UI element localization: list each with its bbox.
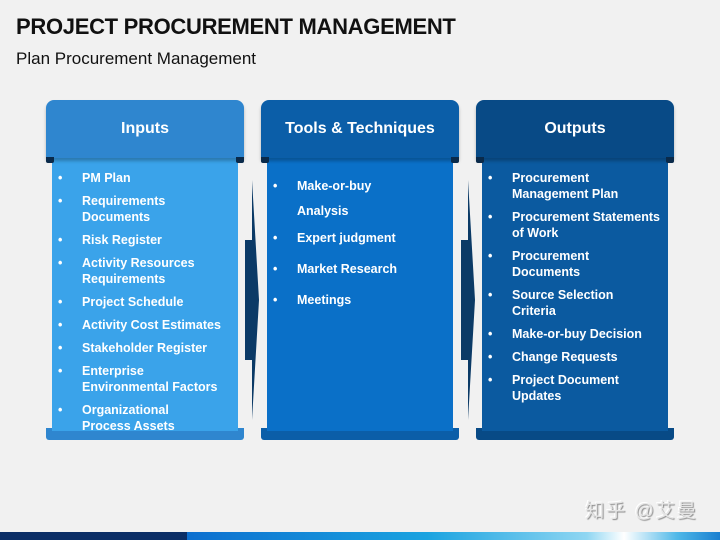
list-item: Activity Cost Estimates [52, 317, 230, 333]
list-item: Risk Register [52, 232, 230, 248]
outputs-body: Procurement Management Plan Procurement … [482, 158, 668, 431]
outputs-column: Outputs Procurement Management Plan Proc… [476, 100, 674, 440]
footer-bar-gradient [187, 532, 720, 540]
outputs-heading: Outputs [544, 120, 606, 137]
list-item: Market Research [267, 261, 445, 277]
list-item: Organizational Process Assets [52, 402, 230, 434]
list-item: Expert judgment [267, 230, 445, 246]
tools-body: Make-or-buy Analysis Expert judgment Mar… [267, 158, 453, 431]
tools-list: Make-or-buy Analysis Expert judgment Mar… [267, 174, 453, 308]
list-item: Procurement Documents [482, 248, 660, 280]
outputs-footer [476, 428, 674, 440]
inputs-body: PM Plan Requirements Documents Risk Regi… [52, 158, 238, 434]
list-item: Procurement Management Plan [482, 170, 660, 202]
list-item: Project Document Updates [482, 372, 660, 404]
chevron-right-arrow-icon [245, 180, 259, 420]
outputs-header: Outputs [476, 100, 674, 163]
inputs-list: PM Plan Requirements Documents Risk Regi… [52, 170, 238, 434]
inputs-column: Inputs PM Plan Requirements Documents Ri… [46, 100, 244, 440]
list-item: Make-or-buy Decision [482, 326, 660, 342]
footer-bar-dark [0, 532, 187, 540]
list-item: PM Plan [52, 170, 230, 186]
list-item: Enterprise Environmental Factors [52, 363, 230, 395]
list-item: Stakeholder Register [52, 340, 230, 356]
tools-column: Tools & Techniques Make-or-buy Analysis … [261, 100, 459, 440]
tools-header: Tools & Techniques [261, 100, 459, 163]
list-item: Change Requests [482, 349, 660, 365]
list-item: Meetings [267, 292, 445, 308]
list-item: Requirements Documents [52, 193, 230, 225]
watermark: 知乎 @艾曼 [585, 501, 698, 522]
list-item: Source Selection Criteria [482, 287, 660, 319]
list-item: Procurement Statements of Work [482, 209, 660, 241]
chevron-right-arrow-icon [461, 180, 475, 420]
footer-bar [0, 532, 720, 540]
page-title: PROJECT PROCUREMENT MANAGEMENT [16, 14, 456, 39]
list-item: Project Schedule [52, 294, 230, 310]
list-item: Activity Resources Requirements [52, 255, 230, 287]
inputs-heading: Inputs [121, 120, 169, 137]
tools-footer [261, 428, 459, 440]
page-subtitle: Plan Procurement Management [16, 49, 257, 68]
outputs-list: Procurement Management Plan Procurement … [482, 170, 668, 404]
inputs-header: Inputs [46, 100, 244, 163]
list-item: Make-or-buy Analysis [267, 174, 445, 224]
tools-heading: Tools & Techniques [285, 120, 435, 137]
